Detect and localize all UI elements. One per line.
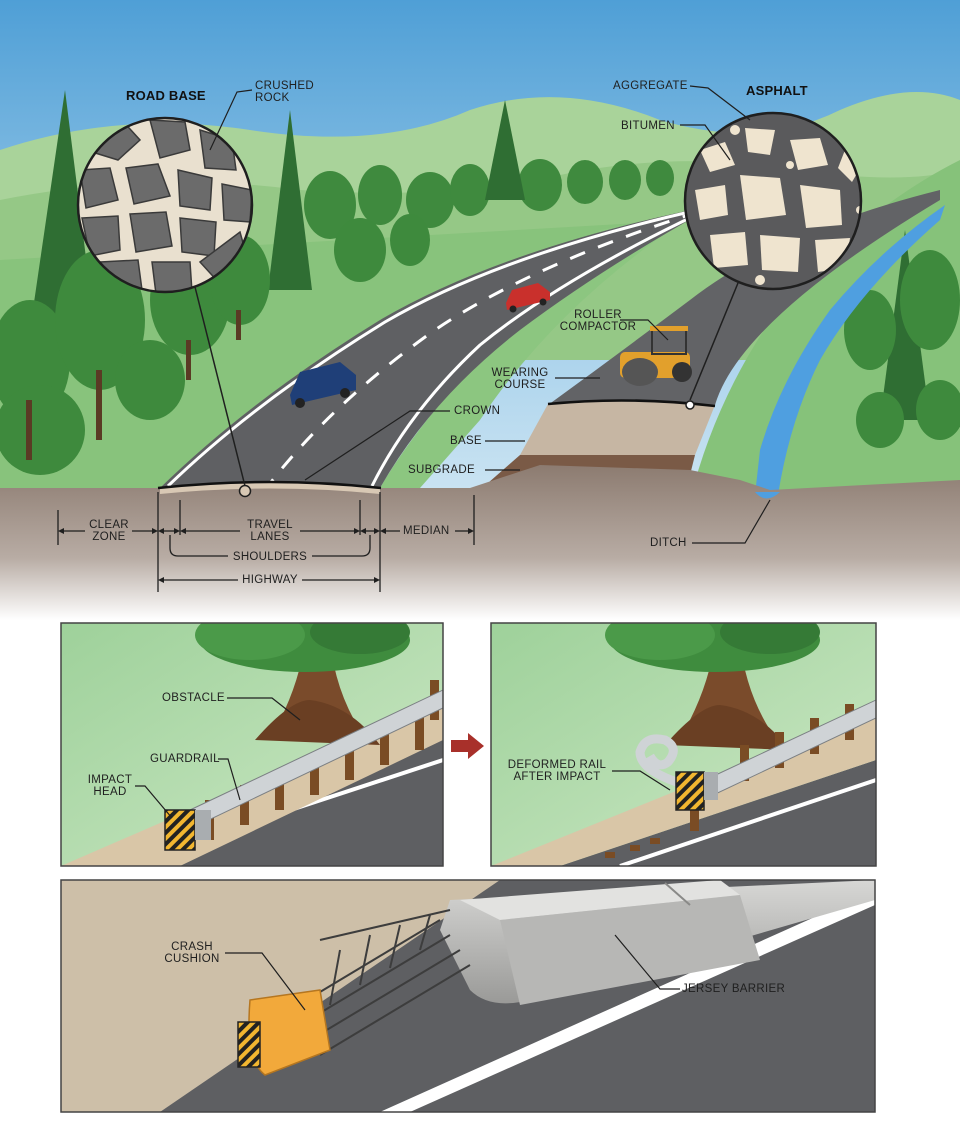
barrier-panel [61, 880, 875, 1112]
deformed-rail-label: DEFORMED RAIL AFTER IMPACT [507, 759, 607, 783]
clear-zone-label: CLEAR ZONE [89, 519, 129, 543]
crash-cushion-label: CRASH CUSHION [164, 941, 220, 965]
guardrail-label: GUARDRAIL [150, 753, 220, 765]
roller-compactor-label: ROLLER COMPACTOR [559, 309, 637, 333]
base-label: BASE [450, 435, 482, 447]
obstacle-label: OBSTACLE [162, 692, 225, 704]
shoulders-label: SHOULDERS [232, 551, 308, 563]
car-red [506, 283, 550, 313]
guardrail-panel [61, 623, 443, 866]
subgrade-label: SUBGRADE [408, 464, 475, 476]
highway-label: HIGHWAY [242, 574, 298, 586]
roller-compactor-icon [620, 326, 692, 386]
crown-label: CROWN [454, 405, 501, 417]
aggregate-label: AGGREGATE [613, 80, 688, 92]
bitumen-label: BITUMEN [621, 120, 675, 132]
arrow-right-icon [451, 733, 484, 759]
travel-lanes-label: TRAVEL LANES [247, 519, 293, 543]
crushed-rock-label: CRUSHED ROCK [255, 80, 314, 104]
car-blue [290, 362, 356, 408]
wearing-course-label: WEARING COURSE [491, 367, 549, 391]
asphalt-title: ASPHALT [746, 83, 808, 98]
jersey-barrier-label: JERSEY BARRIER [682, 983, 786, 995]
ditch-label: DITCH [650, 537, 687, 549]
median-label: MEDIAN [403, 525, 450, 537]
impact-head-label: IMPACT HEAD [87, 774, 133, 798]
asphalt-magnifier [685, 113, 861, 289]
impact-panel [491, 623, 876, 866]
road-base-title: ROAD BASE [126, 88, 206, 103]
